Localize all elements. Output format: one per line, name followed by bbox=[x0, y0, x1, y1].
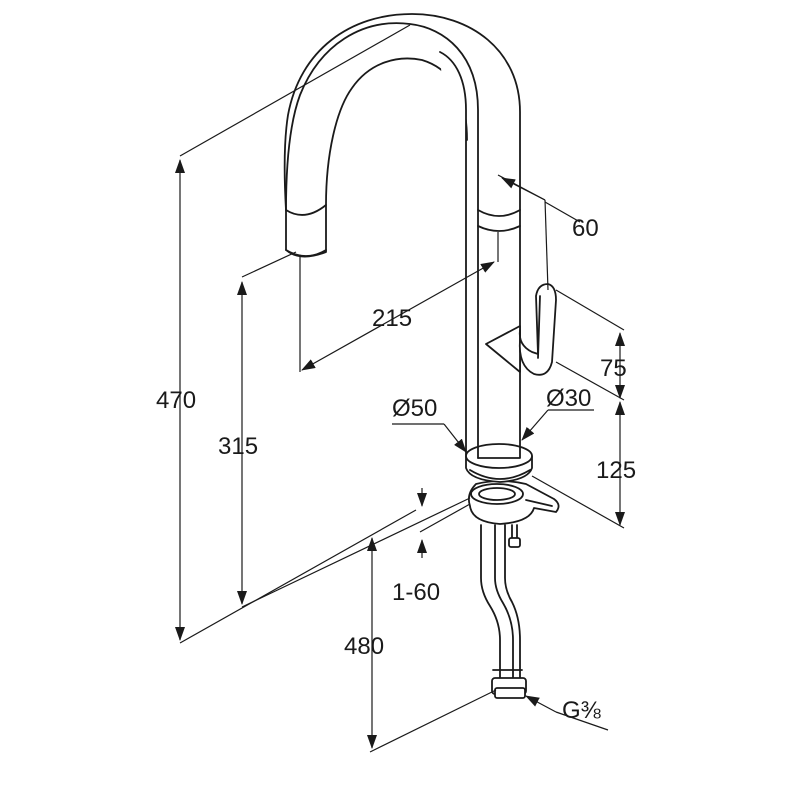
supply-hoses bbox=[480, 524, 523, 691]
hose-connector bbox=[491, 677, 527, 699]
label-handle-offset: 60 bbox=[572, 215, 599, 242]
label-body-diameter: Ø30 bbox=[546, 385, 591, 412]
base-rosette bbox=[465, 443, 533, 483]
faucet-body-spout bbox=[283, 13, 521, 459]
label-hose-length: 480 bbox=[344, 633, 384, 660]
label-deck-thickness: 1-60 bbox=[392, 579, 440, 606]
dimension-labels: 470 315 215 60 75 125 Ø50 Ø30 1-60 480 G… bbox=[156, 215, 636, 724]
label-handle-height: 75 bbox=[600, 355, 627, 382]
mounting-rod bbox=[508, 524, 521, 548]
label-base-to-handle: 125 bbox=[596, 457, 636, 484]
mounting-bracket bbox=[467, 480, 560, 525]
label-connection-thread: G⅜ bbox=[562, 697, 602, 724]
label-overall-height: 470 bbox=[156, 387, 196, 414]
label-spout-reach: 215 bbox=[372, 305, 412, 332]
lever-handle bbox=[485, 283, 557, 376]
label-base-diameter: Ø50 bbox=[392, 395, 437, 422]
label-spout-height: 315 bbox=[218, 433, 258, 460]
dimension-lines bbox=[175, 24, 625, 753]
